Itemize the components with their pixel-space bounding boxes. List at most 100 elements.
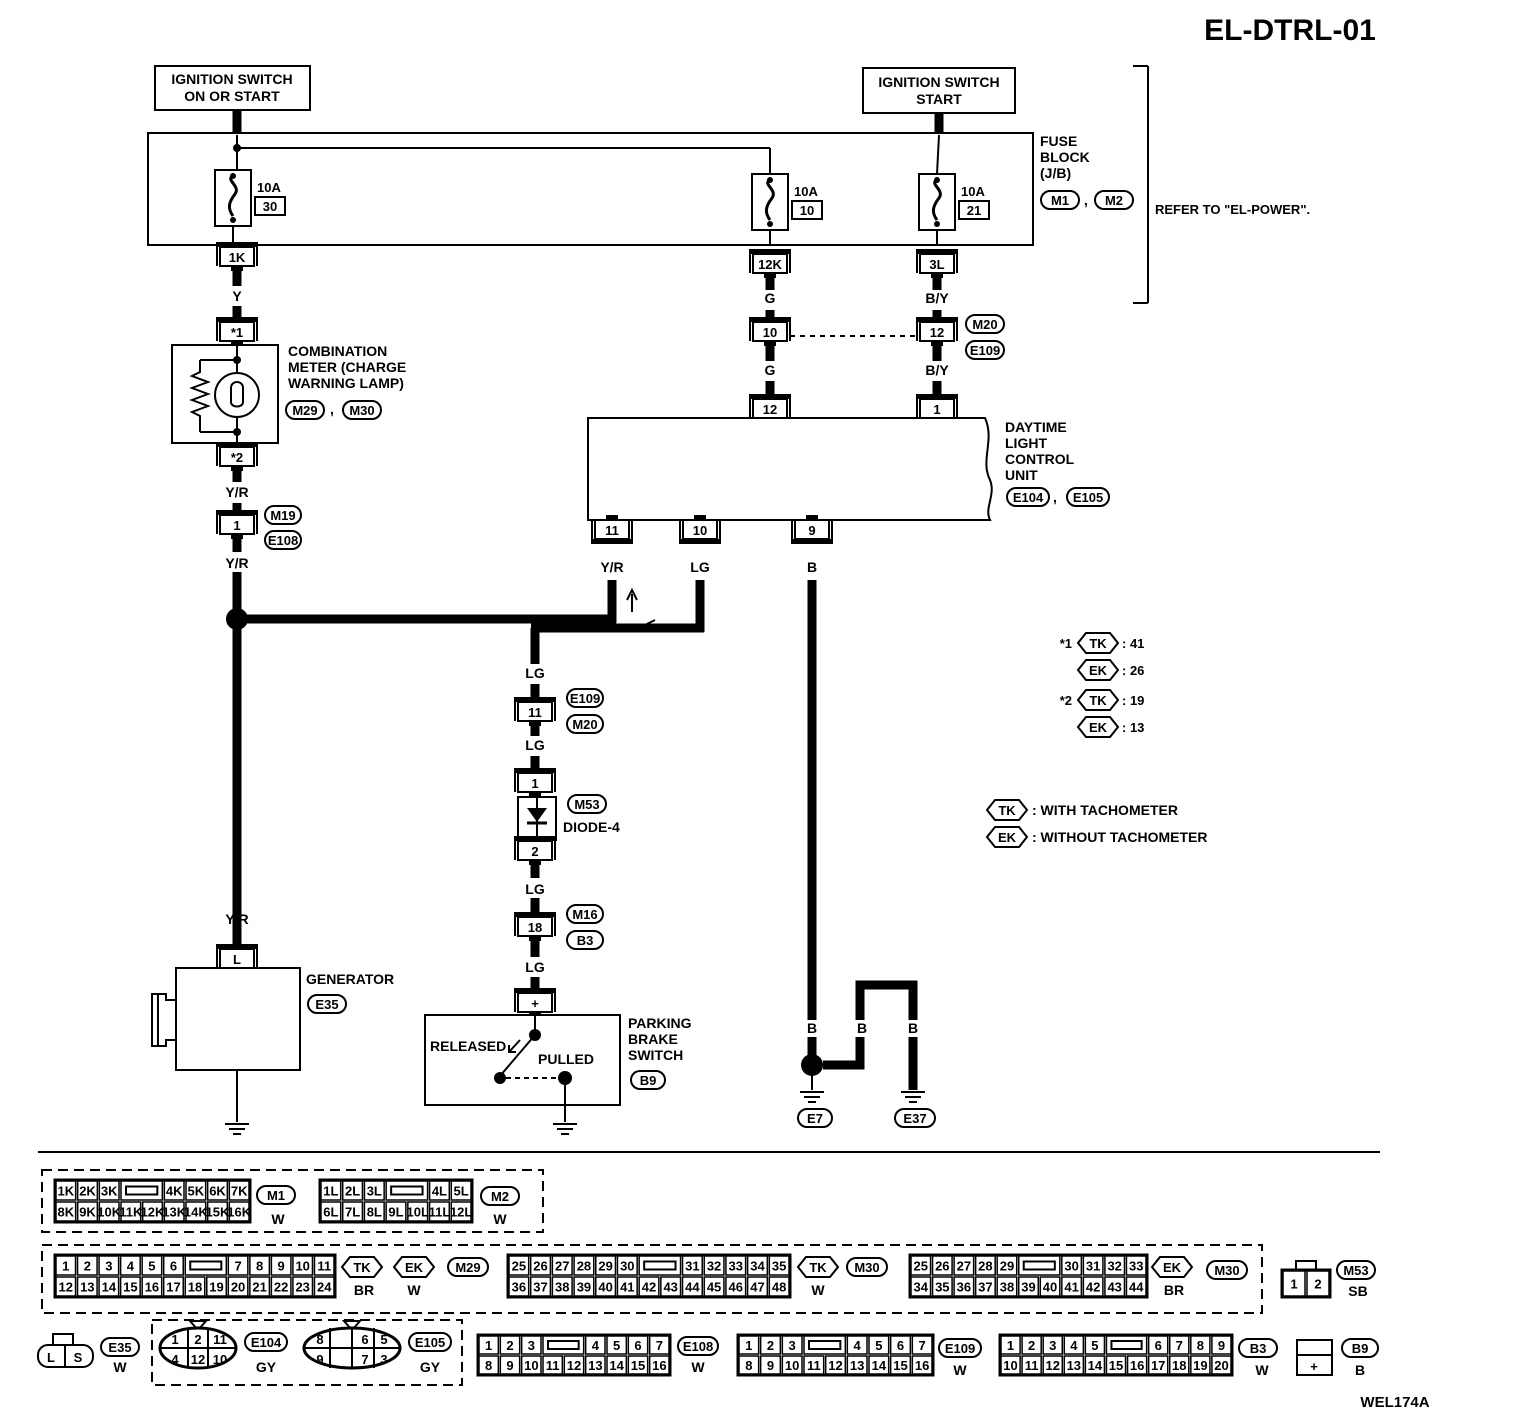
- connector-slot: [547, 1340, 580, 1350]
- connector-cell: [206, 1201, 229, 1222]
- parking-brake-switch: [424, 1014, 621, 1106]
- connector-cell: [98, 1180, 120, 1201]
- connector-cell: [529, 1276, 552, 1297]
- connector-cell: [889, 1355, 912, 1375]
- wire-color-label: Y/R: [225, 484, 248, 500]
- connector-pin-number: 6: [170, 1259, 177, 1274]
- fuse-icon: [931, 178, 942, 221]
- connector-cell: [313, 1255, 335, 1276]
- connector-pin-number: 2: [194, 1332, 201, 1347]
- connector-stub: [529, 860, 541, 865]
- connector-stub: [606, 515, 618, 520]
- parking-label: BRAKE: [628, 1031, 678, 1047]
- component-label: COMBINATION: [288, 343, 387, 359]
- connector-cell: [1168, 1335, 1190, 1355]
- connector-pin-number: 33: [729, 1259, 743, 1274]
- switch-position-label: RELEASED: [430, 1038, 506, 1054]
- connector-cell: [1104, 1255, 1126, 1276]
- terminal-3l-pin: 3L: [929, 257, 944, 272]
- connector-stub: [694, 515, 706, 520]
- switch-arm: [499, 1034, 536, 1077]
- connector-cell: [759, 1355, 782, 1375]
- connector-pin-number: 5K: [188, 1184, 205, 1199]
- connector-cell: [185, 1201, 207, 1222]
- connector-pin-number: 9: [506, 1358, 513, 1373]
- connector-pin-number: 12K: [141, 1205, 165, 1220]
- connector-tab: [217, 242, 257, 247]
- connector-color: BR: [1164, 1282, 1184, 1298]
- connector-tab: [680, 539, 720, 544]
- connector-cell: [141, 1201, 164, 1222]
- connector-cell: [953, 1276, 975, 1297]
- connector-stub: [231, 341, 243, 346]
- connector-badge-m19-label: M19: [270, 508, 295, 523]
- connector-color: SB: [1348, 1283, 1367, 1299]
- connector-view-badge: [408, 1332, 452, 1352]
- connector-cell: [1042, 1335, 1064, 1355]
- connector-pin-number: 39: [577, 1280, 591, 1295]
- connector-pin-number: 23: [295, 1280, 309, 1295]
- connector-cell: [627, 1355, 649, 1375]
- connector-pin-number: 5L: [454, 1184, 469, 1199]
- dtrl-label: UNIT: [1005, 467, 1038, 483]
- connector-slot: [1022, 1260, 1056, 1271]
- diagram-title: EL-DTRL-01: [1204, 14, 1376, 47]
- connector-pin-number: 3L: [367, 1184, 382, 1199]
- connector-pin-number: 1K: [58, 1184, 75, 1199]
- ignition-switch-on-start: [154, 65, 311, 111]
- connector-pin-number: +: [1310, 1359, 1318, 1374]
- connector-cell: [768, 1276, 790, 1297]
- parking-label: PARKING: [628, 1015, 692, 1031]
- connector-cell: [1104, 1276, 1126, 1297]
- connector-badge-m29: [285, 400, 325, 420]
- connector-pin-number: 14K: [184, 1205, 208, 1220]
- connector-cell: [529, 1255, 552, 1276]
- warning-lamp-icon: [214, 372, 260, 418]
- connector-view-badge: [1336, 1260, 1376, 1280]
- connector-pin-number: 6: [897, 1338, 904, 1353]
- variant-ek-label: EK: [1163, 1260, 1182, 1275]
- connector-badge-e109-label: E109: [970, 343, 1000, 358]
- wire-color-label: B: [807, 1020, 817, 1036]
- connector-pin-number: 38: [1000, 1280, 1014, 1295]
- connector-view-badge-label: E108: [683, 1339, 713, 1354]
- connector-view-badge-label: B9: [1352, 1341, 1369, 1356]
- connector-cell: [76, 1201, 99, 1222]
- connector-color: W: [113, 1359, 127, 1375]
- connector-cell: [846, 1355, 868, 1375]
- connector-cell: [660, 1276, 682, 1297]
- connector-pin-number: 33: [1129, 1259, 1143, 1274]
- variant-0: [1076, 632, 1120, 654]
- connector-pin-number: 11: [807, 1358, 821, 1373]
- connector-pin-number: 29: [1000, 1259, 1014, 1274]
- connector-pin-number: 12: [567, 1358, 581, 1373]
- connector-badge-b9-label: B9: [640, 1073, 657, 1088]
- connector-cell: [703, 1276, 725, 1297]
- connector-pin-number: 16: [145, 1280, 159, 1295]
- connector-cell: [98, 1276, 120, 1297]
- connector-cell: [1147, 1355, 1169, 1375]
- switch-position-label: PULLED: [538, 1051, 594, 1067]
- connector-stub: [529, 792, 541, 797]
- connector-cell: [638, 1276, 660, 1297]
- connector-pin-number: 7: [361, 1352, 368, 1367]
- connector-pin-number: 14: [102, 1280, 117, 1295]
- connector-color: W: [1255, 1362, 1269, 1378]
- connector-cell: [55, 1255, 77, 1276]
- connector-cell: [163, 1201, 185, 1222]
- fuse-number: 21: [967, 203, 981, 218]
- connector-cell: [1042, 1355, 1064, 1375]
- connector-pin-number: 4: [127, 1259, 135, 1274]
- connector-pin-number: 6: [634, 1338, 641, 1353]
- connector-badge-e104-label: E104: [1013, 490, 1044, 505]
- connector-color: GY: [420, 1359, 441, 1375]
- switch-arrow-icon: [508, 1039, 521, 1053]
- connector-badge-b3-label: B3: [577, 933, 594, 948]
- connector-cell: [228, 1180, 250, 1201]
- connector-badge-m1: [1040, 190, 1080, 210]
- dtrl-label: CONTROL: [1005, 451, 1075, 467]
- connector-pin-number: 5: [148, 1259, 155, 1274]
- dtrl-label: DAYTIME: [1005, 419, 1067, 435]
- connector-view-badge: [447, 1257, 489, 1277]
